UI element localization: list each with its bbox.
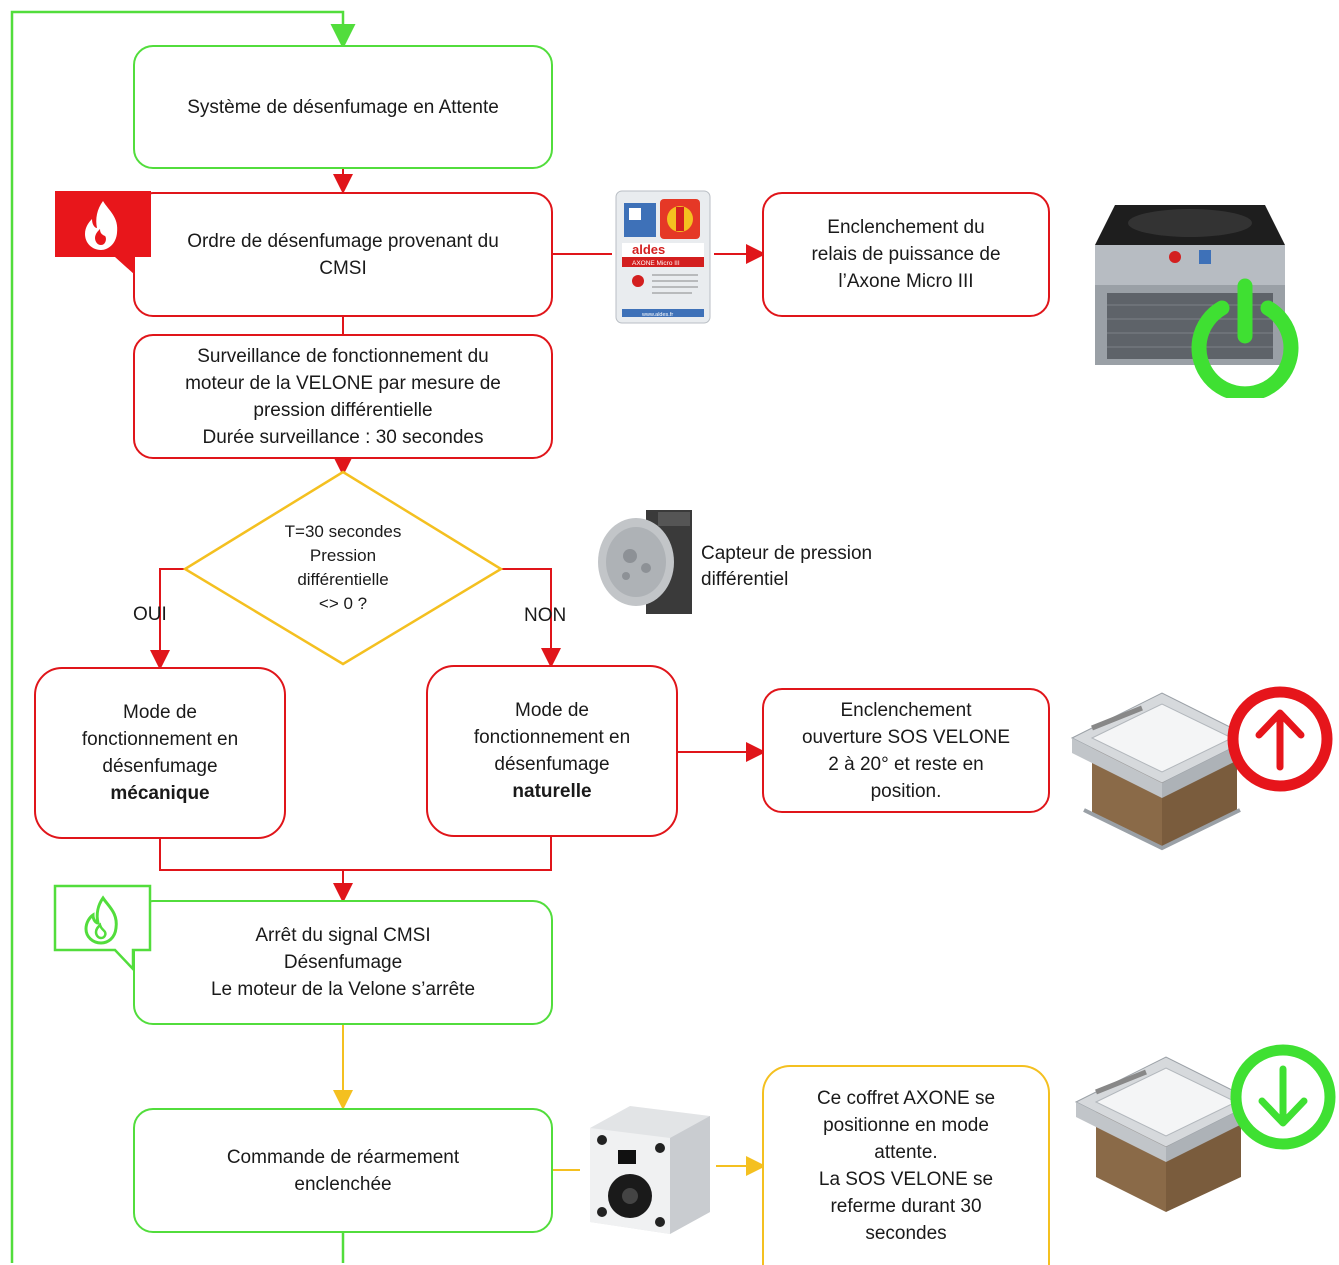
arrow-down-icon	[1230, 1044, 1336, 1150]
axone-device-image: aldes AXONE Micro III www.aldes.fr	[612, 189, 714, 325]
arrow-up-icon	[1227, 686, 1333, 792]
sos-velone-closed-image	[1066, 1052, 1288, 1222]
node-arret: Arrêt du signal CMSI Désenfumage Le mote…	[133, 900, 553, 1025]
power-icon	[1191, 278, 1299, 398]
fire-outline-icon	[53, 884, 152, 973]
reset-switch-image	[580, 1100, 716, 1240]
fan-unit-image	[1085, 195, 1305, 405]
oui-label: OUI	[133, 604, 167, 625]
node-relais: Enclenchement du relais de puissance de …	[762, 192, 1050, 317]
non-label: NON	[524, 605, 567, 626]
node-attente-2: Ce coffret AXONE se positionne en mode a…	[762, 1065, 1050, 1265]
svg-text:www.aldes.fr: www.aldes.fr	[641, 312, 673, 318]
pressure-sensor-image	[596, 506, 698, 618]
node-attente: Système de désenfumage en Attente	[133, 45, 553, 169]
loop-back-line	[10, 10, 343, 1263]
decision-diamond	[182, 470, 504, 666]
node-surveillance: Surveillance de fonctionnement du moteur…	[133, 334, 553, 459]
fire-icon	[55, 191, 151, 275]
capteur-label: Capteur de pression différentiel	[701, 543, 873, 590]
node-ordre: Ordre de désenfumage provenant du CMSI	[133, 192, 553, 317]
svg-text:aldes: aldes	[632, 242, 665, 257]
node-rearmement: Commande de réarmement enclenchée	[133, 1108, 553, 1233]
decision-text: T=30 secondes Pression différentielle <>…	[284, 522, 402, 613]
node-ouverture: Enclenchement ouverture SOS VELONE 2 à 2…	[762, 688, 1050, 813]
svg-text:AXONE Micro III: AXONE Micro III	[632, 260, 680, 267]
